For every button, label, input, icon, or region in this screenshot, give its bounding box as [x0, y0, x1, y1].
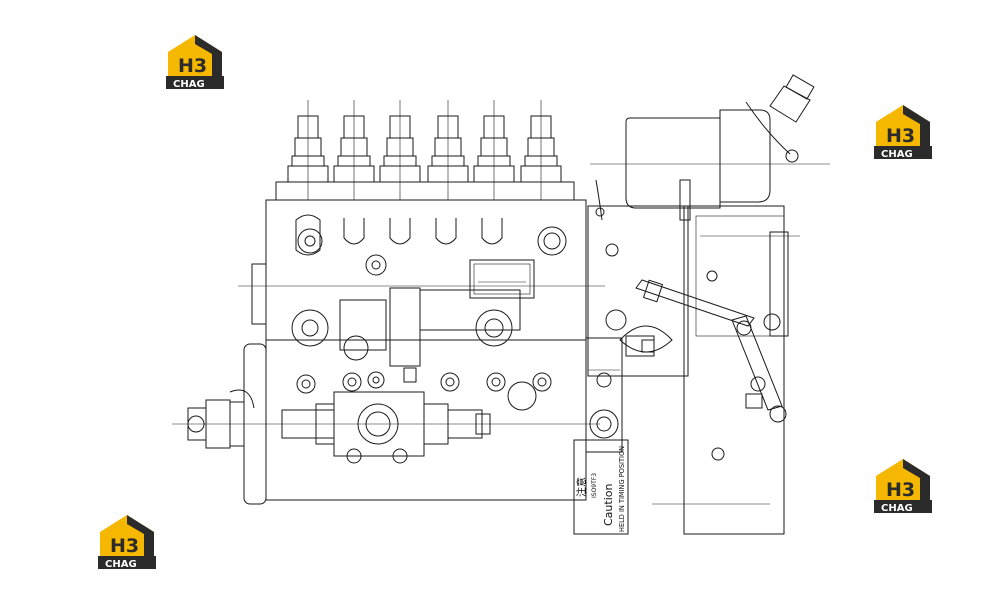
lower-housing [265, 287, 587, 501]
delivery-valve-rail [275, 181, 575, 201]
logo-mark-text: H3 [886, 125, 915, 147]
outlet-fittings [287, 100, 562, 200]
fitting-1 [287, 100, 329, 200]
logo-word-text: CHAG [881, 149, 913, 160]
brand-logo-bottom-left: H3 CHAG [96, 512, 158, 572]
drive-flange [187, 263, 267, 505]
logo-word-text: CHAG [881, 503, 913, 514]
brand-logo-middle-right: H3 CHAG [872, 456, 934, 516]
timing-cover [585, 337, 623, 453]
logo-word-text: CHAG [173, 79, 205, 90]
tag-chinese-text: 注意 [575, 477, 588, 497]
logo-mark-text: H3 [178, 55, 207, 77]
fitting-5 [473, 100, 515, 200]
logo-word-plate [166, 76, 224, 89]
feed-pump [281, 391, 491, 457]
center-lines [172, 163, 830, 505]
boost-fitting [595, 74, 815, 221]
tag-held-text: HELD IN TIMING POSITION [618, 446, 626, 532]
tag-caution-text: Caution [602, 484, 615, 526]
fitting-4 [427, 100, 469, 200]
governor-housing [587, 109, 789, 535]
fitting-2 [333, 100, 375, 200]
nameplate [469, 259, 535, 299]
brand-logo-top-right: H3 CHAG [872, 102, 934, 162]
logo-word-text: CHAG [105, 559, 137, 570]
fitting-3 [379, 100, 421, 200]
caution-tag: 注意 ISO9TF3 Caution HELD IN TIMING POSITI… [573, 439, 629, 535]
logo-mark-text: H3 [886, 479, 915, 501]
fitting-6 [520, 100, 562, 200]
logo-mark-text: H3 [110, 535, 139, 557]
brand-logo-top-left: H3 CHAG [164, 32, 226, 92]
pump-housing [265, 199, 587, 351]
tag-side-text: ISO9TF3 [591, 473, 598, 498]
control-lever [635, 279, 787, 423]
